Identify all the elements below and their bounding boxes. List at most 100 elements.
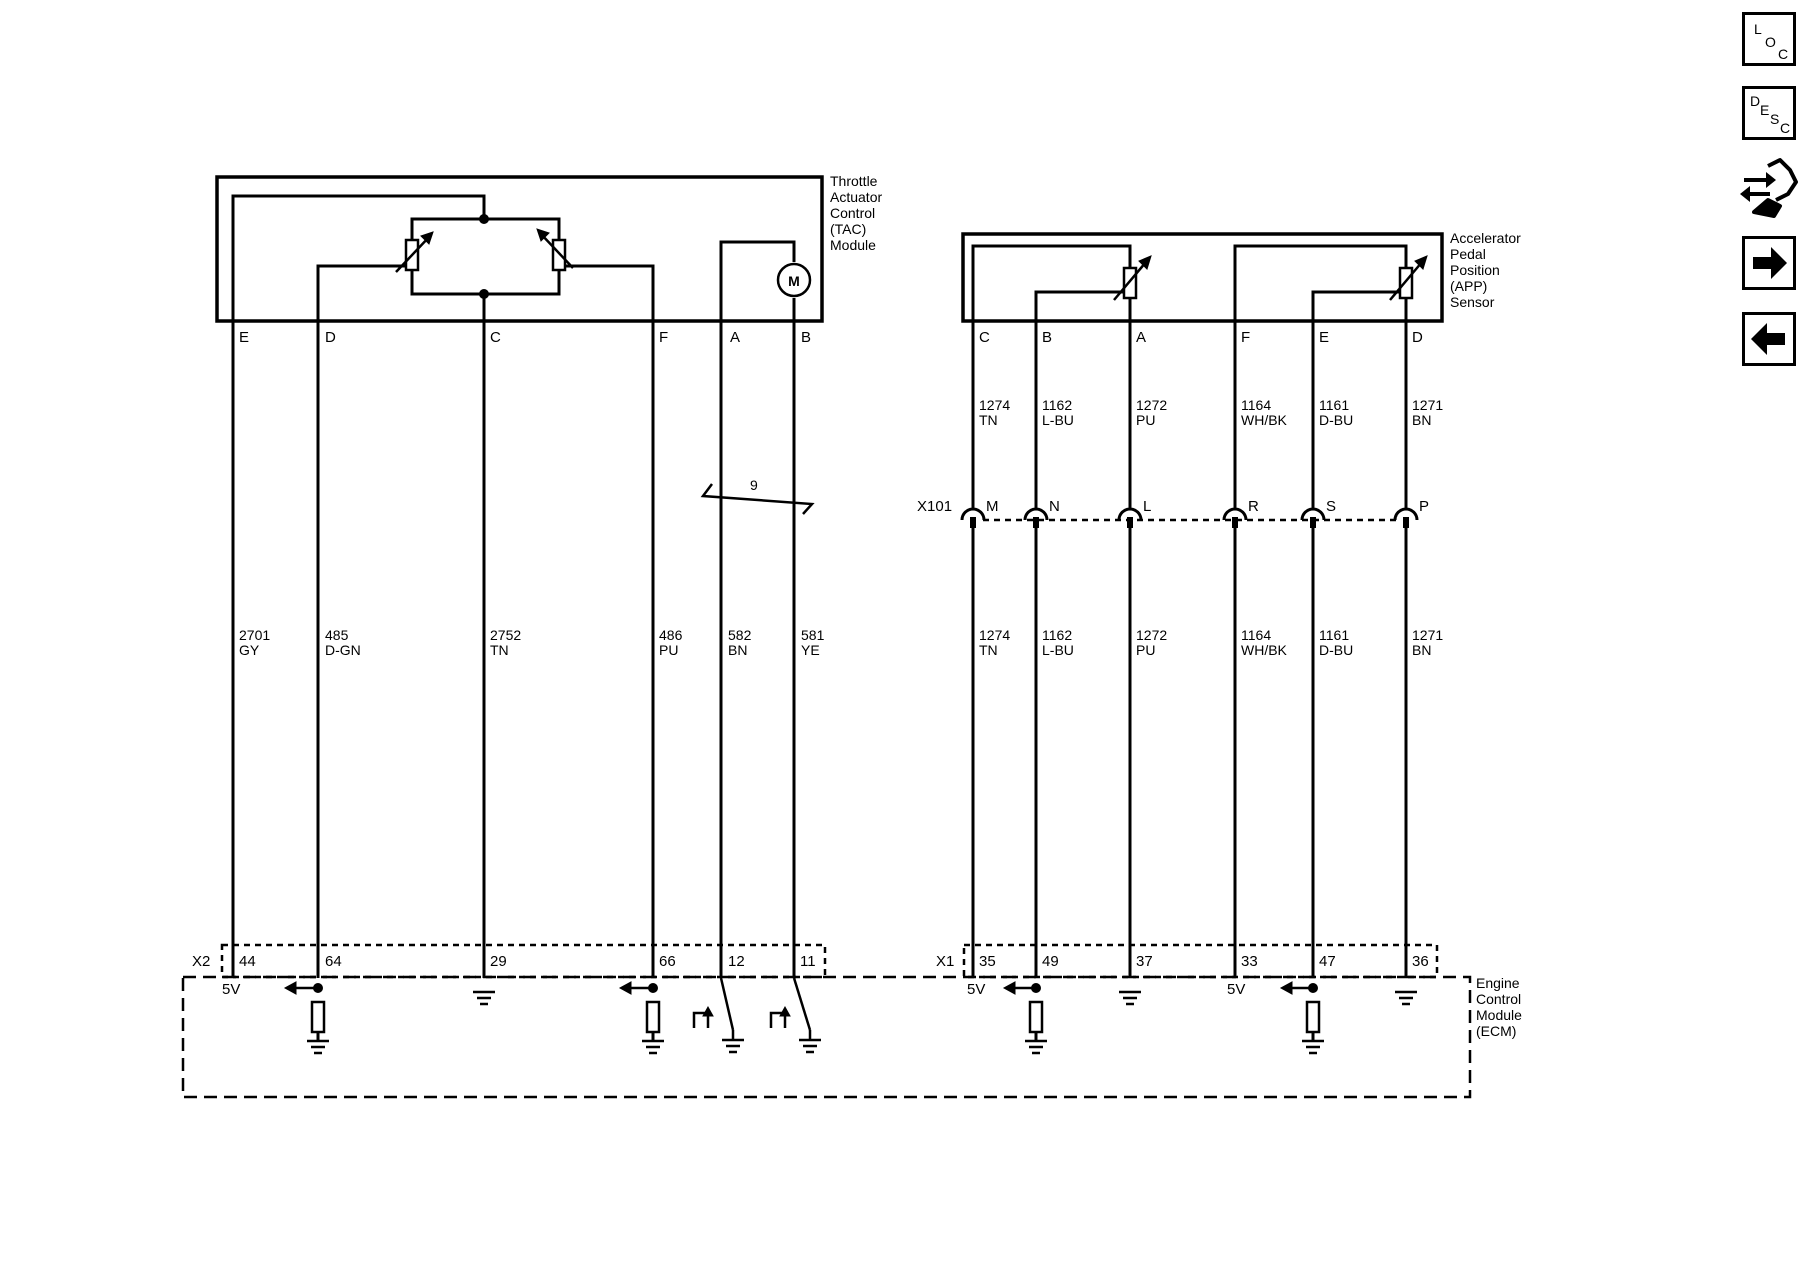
ecm-pin66-circuit	[618, 981, 664, 1055]
wire-circuit: 1274	[979, 397, 1010, 413]
ecm-name-line: Module	[1476, 1007, 1522, 1023]
x101-cavity: L	[1143, 498, 1151, 515]
app-pin: C	[979, 329, 990, 346]
previous-button[interactable]	[1742, 312, 1796, 366]
x2-pin: 44	[239, 953, 256, 970]
x1-label: X1	[936, 953, 954, 970]
x1-pin: 37	[1136, 953, 1153, 970]
x2-connector	[220, 943, 827, 979]
app-pin: B	[1042, 329, 1052, 346]
ecm-pin29-ground	[473, 990, 495, 1006]
app-pin: A	[1136, 329, 1146, 346]
x2-pin: 11	[800, 953, 816, 970]
app-name-line: Accelerator	[1450, 230, 1521, 246]
wire-circuit: 2752	[490, 627, 521, 643]
tac-wire-e-internal	[231, 194, 486, 323]
ecm-name-line: Engine	[1476, 975, 1520, 991]
app1-resistor	[1122, 266, 1138, 300]
wire-color: D-BU	[1319, 642, 1353, 658]
wire-circuit: 582	[728, 627, 752, 643]
tac-motor-loop	[719, 240, 796, 323]
tps2-resistor	[551, 238, 567, 272]
x101-cavity: S	[1326, 498, 1336, 515]
loc-letter: L	[1754, 21, 1762, 37]
wire-color: WH/BK	[1241, 412, 1288, 428]
location-button[interactable]: L O C	[1742, 12, 1796, 66]
wire-circuit: 1274	[979, 627, 1010, 643]
desc-letter: C	[1780, 120, 1791, 136]
ecm-name-line: (ECM)	[1476, 1023, 1516, 1039]
loc-letter: C	[1778, 46, 1789, 62]
tac-motor-symbol	[776, 262, 812, 298]
desc-letter: E	[1760, 102, 1770, 118]
wire-circuit: 485	[325, 627, 349, 643]
x101-cavity: R	[1248, 498, 1259, 515]
app2-resistor	[1398, 266, 1414, 300]
wire-circuit: 1164	[1241, 397, 1271, 413]
tac-module-name: Throttle Actuator Control (TAC) Module	[830, 173, 882, 253]
connector-service-icon	[1740, 158, 1798, 218]
wire-color: BN	[1412, 642, 1431, 658]
x1-connector	[962, 943, 1439, 979]
wire-color: WH/BK	[1241, 642, 1288, 658]
loc-letter: O	[1765, 34, 1776, 50]
x1-pin: 49	[1042, 953, 1059, 970]
app-sensor-box	[961, 232, 1444, 323]
twisted-pair-label: 9	[750, 477, 758, 493]
ecm-pin49-circuit	[1002, 981, 1047, 1055]
app-name-line: Pedal	[1450, 246, 1486, 262]
wire-color: PU	[1136, 412, 1155, 428]
x101-cavities	[960, 507, 1419, 521]
wire-circuit: 1162	[1042, 397, 1072, 413]
wire-color: PU	[659, 642, 678, 658]
app-name-line: Position	[1450, 262, 1500, 278]
x101-labels: X101 M N L R S P	[917, 498, 1429, 515]
x1-pin: 35	[979, 953, 996, 970]
wire-circuit: 2701	[239, 627, 270, 643]
tac-wire-labels: 2701 GY 485 D-GN 2752 TN 486 PU 582 BN 5…	[239, 627, 825, 658]
x101-cavity: M	[986, 498, 999, 515]
ecm-name: Engine Control Module (ECM)	[1476, 975, 1522, 1039]
arrow-left-icon	[1751, 323, 1785, 355]
wire-circuit: 1272	[1136, 627, 1167, 643]
wire-color: L-BU	[1042, 642, 1074, 658]
app-name-line: Sensor	[1450, 294, 1495, 310]
wire-circuit: 486	[659, 627, 683, 643]
tac-pin-letters: E D C F A B	[239, 329, 811, 346]
wire-circuit: 1164	[1241, 627, 1271, 643]
tac-name-line: Module	[830, 237, 876, 253]
ecm-motor-driver-11	[769, 977, 821, 1054]
tac-pin: D	[325, 329, 336, 346]
app-wire-labels-upper: 1274 TN 1162 L-BU 1272 PU 1164 WH/BK 116…	[979, 397, 1443, 428]
ref-5v-label: 5V	[1227, 981, 1245, 998]
x2-pin: 29	[490, 953, 507, 970]
x101-cavity: P	[1419, 498, 1429, 515]
x2-pin: 66	[659, 953, 676, 970]
wire-color: D-BU	[1319, 412, 1353, 428]
wire-circuit: 1272	[1136, 397, 1167, 413]
wire-color: GY	[239, 642, 260, 658]
ecm-motor-driver-12	[692, 977, 744, 1054]
ecm-pin64-circuit	[283, 981, 329, 1055]
tac-module-box	[215, 175, 824, 323]
arrow-right-icon	[1753, 247, 1787, 279]
next-button[interactable]	[1742, 236, 1796, 290]
wire-color: PU	[1136, 642, 1155, 658]
ecm-pin36-ground	[1395, 990, 1417, 1006]
x101-cavity: N	[1049, 498, 1060, 515]
wire-color: BN	[1412, 412, 1431, 428]
tac-pin: A	[730, 329, 740, 346]
description-button[interactable]: D E S C	[1742, 86, 1796, 140]
x101-label: X101	[917, 498, 952, 515]
x1-pin: 36	[1412, 953, 1429, 970]
tac-name-line: (TAC)	[830, 221, 866, 237]
app-pin-letters: C B A F E D	[979, 329, 1423, 346]
connector-service-button[interactable]	[1740, 156, 1798, 220]
x1-pin: 33	[1241, 953, 1258, 970]
ecm-pin37-ground	[1119, 990, 1141, 1006]
app-pin: D	[1412, 329, 1423, 346]
wire-circuit: 1162	[1042, 627, 1072, 643]
tac-pin: C	[490, 329, 501, 346]
tac-name-line: Actuator	[830, 189, 882, 205]
